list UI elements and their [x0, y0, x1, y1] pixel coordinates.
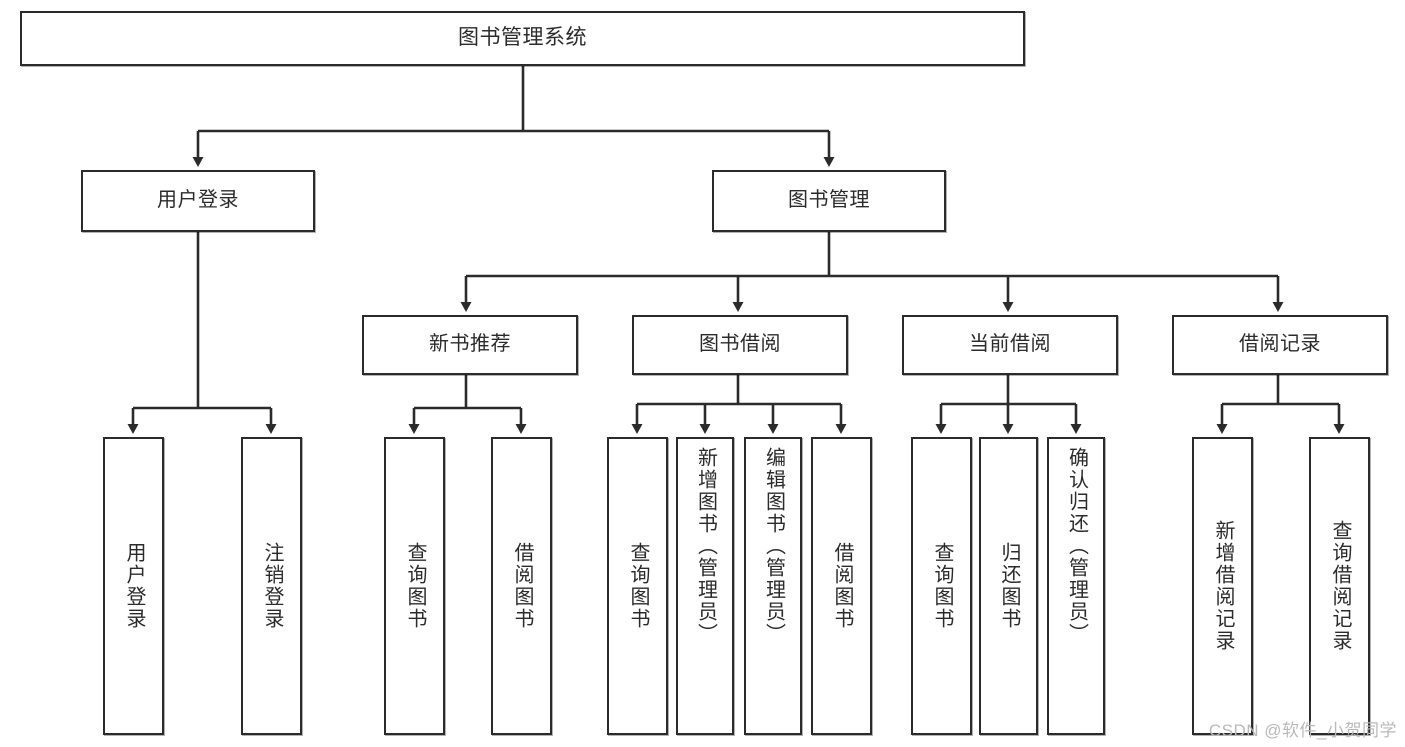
node-label: 归还图书 — [998, 542, 1020, 630]
node-label: 图书管理系统 — [458, 26, 587, 50]
node-label: 编辑图书（管理员） — [762, 447, 785, 645]
leaf-query-books-borrow[interactable]: 查询图书 — [607, 437, 668, 735]
node-label: 借阅图书 — [831, 542, 853, 630]
node-book-borrowing[interactable]: 图书借阅 — [632, 315, 848, 375]
node-label: 确认归还（管理员） — [1065, 447, 1088, 645]
node-label: 当前借阅 — [969, 333, 1051, 356]
node-label: 查询图书 — [931, 542, 953, 630]
leaf-add-borrow-record[interactable]: 新增借阅记录 — [1192, 437, 1253, 735]
leaf-edit-book-admin[interactable]: 编辑图书（管理员） — [744, 437, 802, 735]
node-label: 新书推荐 — [429, 333, 511, 356]
leaf-borrow-books-recommend[interactable]: 借阅图书 — [491, 437, 552, 735]
node-label: 注销登录 — [261, 542, 283, 630]
node-label: 新增图书（管理员） — [694, 447, 717, 645]
node-borrowing-records[interactable]: 借阅记录 — [1172, 315, 1388, 375]
leaf-confirm-return-admin[interactable]: 确认归还（管理员） — [1047, 437, 1105, 735]
node-label: 用户登录 — [157, 189, 239, 212]
leaf-logout[interactable]: 注销登录 — [241, 437, 302, 735]
node-label: 查询借阅记录 — [1329, 520, 1351, 652]
node-label: 图书借阅 — [699, 333, 781, 356]
leaf-query-books-current[interactable]: 查询图书 — [911, 437, 972, 735]
node-label: 新增借阅记录 — [1212, 520, 1234, 652]
node-new-book-recommendation[interactable]: 新书推荐 — [362, 315, 578, 375]
node-label: 查询图书 — [627, 542, 649, 630]
leaf-return-books[interactable]: 归还图书 — [979, 437, 1038, 735]
node-label: 查询图书 — [404, 542, 426, 630]
node-label: 用户登录 — [123, 542, 145, 630]
node-user-login[interactable]: 用户登录 — [81, 170, 315, 232]
node-root-book-management-system[interactable]: 图书管理系统 — [20, 11, 1025, 66]
node-current-borrowing[interactable]: 当前借阅 — [902, 315, 1118, 375]
node-label: 借阅记录 — [1239, 333, 1321, 356]
node-book-management[interactable]: 图书管理 — [712, 170, 946, 232]
leaf-query-borrow-record[interactable]: 查询借阅记录 — [1309, 437, 1370, 735]
node-label: 图书管理 — [788, 189, 870, 212]
leaf-query-books-recommend[interactable]: 查询图书 — [384, 437, 445, 735]
csdn-watermark: CSDN @软件_小贺同学 — [1208, 721, 1397, 740]
leaf-user-login[interactable]: 用户登录 — [103, 437, 164, 735]
leaf-borrow-books-borrow[interactable]: 借阅图书 — [811, 437, 872, 735]
node-label: 借阅图书 — [511, 542, 533, 630]
leaf-add-book-admin[interactable]: 新增图书（管理员） — [676, 437, 734, 735]
